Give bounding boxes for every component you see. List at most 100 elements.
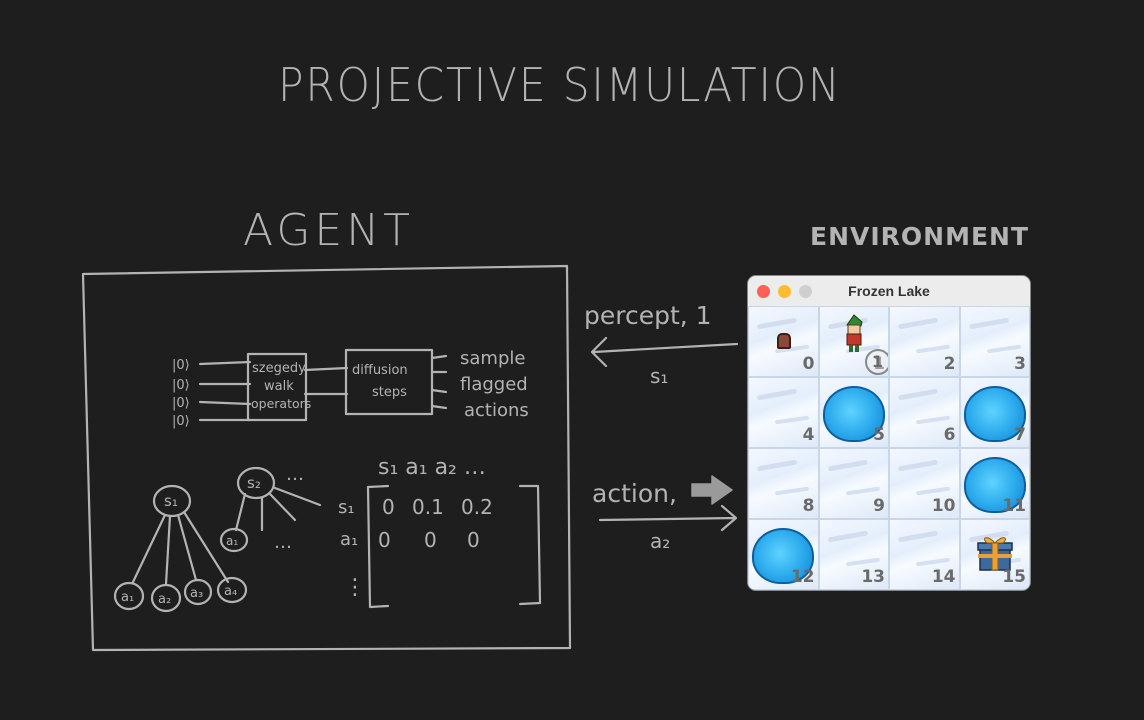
cell-number: 6 [943,425,956,445]
grid-cell: 5 [818,377,889,448]
graph-edges [131,486,322,586]
circuit-output-1: sample [460,348,525,369]
szegedy-block [246,352,308,422]
matrix-cell-r2c1: 0 [378,528,391,552]
graph-leaf-a4-label: a₄ [224,584,237,599]
agent-label: AGENT [243,205,415,256]
percept-sub-label: s₁ [650,364,668,388]
matrix-cell-r1c1: 0 [382,495,395,519]
cell-number: 14 [931,567,956,587]
diffusion-block [344,348,434,416]
close-button[interactable] [757,285,770,298]
graph-leaf-a1 [113,581,145,611]
cell-number: 5 [873,425,885,445]
percept-arrow [590,336,739,368]
cell-number: 0 [802,354,815,374]
grid-cell: 7 [959,377,1030,448]
szegedy-line-3: operators [251,396,311,411]
graph-node2-leaf-label: a₁ [226,534,238,548]
graph-ellipsis-bottom: … [274,532,292,553]
hole-icon [963,386,1026,442]
agent-box [81,264,572,652]
graph-ellipsis-top: … [286,464,304,485]
grid-cell: 4 [748,377,819,448]
grid-cell: 15 [959,519,1030,590]
circuit-wires [198,354,448,422]
cell-number: 12 [790,567,815,587]
page-title: PROJECTIVE SIMULATION [278,58,842,112]
zoom-button[interactable] [799,285,812,298]
matrix-bracket-right [518,484,542,606]
matrix-cell-r2c3: 0 [467,528,480,552]
cell-number: 7 [1014,425,1026,445]
matrix-cell-r1c2: 0.1 [412,495,444,519]
matrix-cell-r2c2: 0 [424,528,437,552]
circuit-input-1: |0⟩ [172,358,190,373]
action-sub-label: a₂ [650,529,670,553]
start-stool-icon [777,333,791,349]
cell-number: 9 [873,496,885,516]
grid-cell: 8 [748,448,819,519]
graph-node-s2 [236,466,276,500]
szegedy-line-2: walk [264,379,294,394]
graph-leaf-a2-label: a₂ [158,592,171,607]
grid-cell: 6 [889,377,960,448]
cell-number: 4 [802,425,815,445]
grid-cell: 2 [889,306,960,377]
graph-node-s1-label: s₁ [164,492,178,510]
circuit-input-3: |0⟩ [172,396,190,411]
matrix-row1-label: s₁ [338,497,355,518]
grid-cell: 10 [889,448,960,519]
circuit-output-3: actions [464,400,529,421]
grid-cell: 14 [889,519,960,590]
graph-node-s1 [152,484,192,518]
hole-icon [963,457,1026,513]
graph-leaf-a3 [183,578,213,606]
graph-leaf-a4 [216,576,248,604]
matrix-row2-label: a₁ [340,529,358,550]
grid-cell: 0 [748,306,819,377]
cell-number: 13 [861,567,885,587]
matrix-vdots: ⋮ [344,575,366,600]
graph-leaf-a3-label: a₃ [190,586,203,601]
graph-node2-leaf [219,527,249,553]
graph-leaf-a1-label: a₁ [121,590,134,605]
matrix-bracket-left [366,484,390,609]
graph-leaf-a2 [150,583,182,613]
cell-number: 10 [931,496,956,516]
cell-number: 3 [1014,354,1026,374]
szegedy-line-1: szegedy [252,361,306,376]
matrix-col-header: s₁ a₁ a₂ … [378,455,486,480]
grid-cell: 9 [818,448,889,519]
window-title: Frozen Lake [848,283,930,299]
circuit-output-2: flagged [460,374,528,395]
hole-icon [752,528,814,584]
circuit-input-4: |0⟩ [172,414,190,429]
graph-node-s2-label: s₂ [247,474,261,492]
environment-label: ENVIRONMENT [810,222,1030,251]
elf-agent-icon [845,314,863,352]
grid-cell: 3 [959,306,1030,377]
percept-label: percept, 1 [584,301,712,330]
window-titlebar[interactable]: Frozen Lake [748,276,1030,306]
cell-number: 11 [1002,496,1026,516]
cell-number: 2 [943,354,956,374]
grid-cell: 12 [748,519,819,590]
grid-cell: 13 [818,519,889,590]
cell-number: 8 [802,496,815,516]
hole-icon [822,386,885,442]
cell-number: 15 [1002,567,1026,587]
circuit-input-2: |0⟩ [172,378,190,393]
agent-step-badge: 1 [864,349,889,375]
action-arrow [598,504,738,532]
diffusion-line-2: steps [372,385,407,400]
action-arrow-icon [691,475,733,505]
minimize-button[interactable] [778,285,791,298]
action-label: action, [592,479,677,508]
matrix-cell-r1c3: 0.2 [461,495,493,519]
grid-cell: 11 [959,448,1030,519]
